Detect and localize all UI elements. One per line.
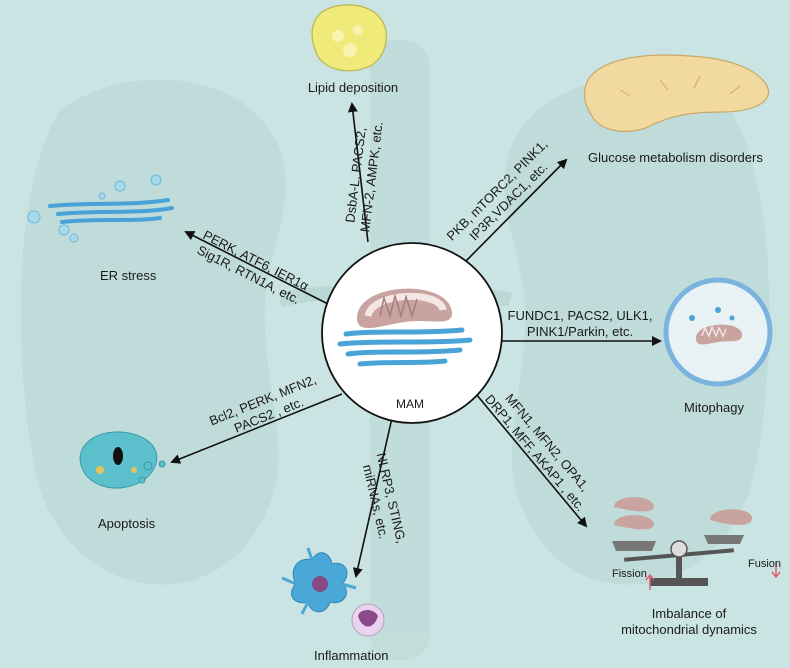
fusion-down-arrow-icon — [771, 562, 781, 579]
er-stress-label: ER stress — [100, 268, 157, 283]
arrow-apoptosis — [170, 393, 343, 464]
mitophagy-icon — [663, 277, 773, 387]
arrow-dynamics — [475, 393, 588, 528]
glucose-metabolism-label: Glucose metabolism disorders — [588, 150, 763, 165]
apoptosis-label: Apoptosis — [98, 516, 156, 531]
mitochondrion-icon — [357, 288, 453, 329]
inflammation-label: Inflammation — [314, 648, 389, 663]
lipid-droplet-icon — [311, 4, 387, 72]
arrow-er-stress — [184, 231, 331, 306]
arrow-glucose — [461, 158, 568, 266]
imbalance-label: Imbalance of mitochondrial dynamics — [621, 606, 757, 637]
pancreas-icon — [583, 54, 769, 133]
apoptosis-cell-icon — [79, 431, 166, 489]
arrow-inflammation — [352, 417, 393, 578]
lipid-deposition-label: Lipid deposition — [307, 80, 399, 95]
er-stress-icon — [27, 174, 174, 243]
neutrophil-icon — [351, 603, 385, 637]
fission-up-arrow-icon — [645, 573, 655, 590]
fission-label: Fission — [612, 568, 647, 580]
mitophagy-regulators: FUNDC1, PACS2, ULK1, PINK1/Parkin, etc. — [507, 308, 653, 339]
mam-label: MAM — [396, 397, 424, 411]
arrows — [170, 102, 662, 578]
arrow-lipid — [347, 102, 369, 243]
mitophagy-label: Mitophagy — [684, 400, 744, 415]
balance-scale-icon — [612, 497, 752, 586]
er-icon — [337, 327, 473, 367]
macrophage-icon — [281, 547, 357, 615]
mam-circle — [321, 242, 503, 424]
fusion-label: Fusion — [748, 558, 782, 570]
